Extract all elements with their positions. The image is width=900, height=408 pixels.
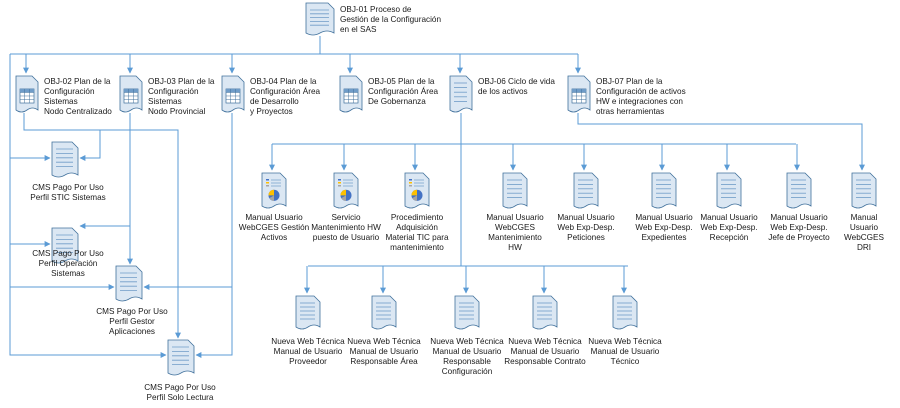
root-process-icon[interactable] bbox=[305, 2, 335, 36]
diagram-nodes bbox=[15, 2, 877, 376]
obj04-icon[interactable] bbox=[221, 75, 245, 113]
w1-label: Nueva Web Técnica Manual de Usuario Prov… bbox=[271, 337, 345, 366]
obj03-icon[interactable] bbox=[119, 75, 143, 113]
obj07-label: OBJ-07 Plan de la Configuración de activ… bbox=[596, 77, 686, 116]
d6-icon[interactable] bbox=[651, 172, 677, 209]
d8-label: Manual Usuario Web Exp-Desp. Jefe de Pro… bbox=[768, 213, 830, 242]
d1-icon[interactable] bbox=[261, 172, 287, 209]
w4-label: Nueva Web Técnica Manual de Usuario Resp… bbox=[504, 337, 586, 366]
cms-left-rail bbox=[9, 54, 167, 358]
d2-icon[interactable] bbox=[333, 172, 359, 209]
d6-label: Manual Usuario Web Exp-Desp. Expedientes bbox=[635, 213, 693, 242]
obj05-icon[interactable] bbox=[339, 75, 363, 113]
obj02-to-cms1 bbox=[79, 130, 101, 161]
w1-icon[interactable] bbox=[295, 295, 321, 330]
d5-label: Manual Usuario Web Exp-Desp. Peticiones bbox=[557, 213, 615, 242]
cms3-icon[interactable] bbox=[115, 265, 143, 302]
d7-label: Manual Usuario Web Exp-Desp. Recepción bbox=[700, 213, 758, 242]
cms1-label: CMS Pago Por Uso Perfil STIC Sistemas bbox=[30, 183, 106, 202]
obj02-icon[interactable] bbox=[15, 75, 39, 113]
d7-icon[interactable] bbox=[716, 172, 742, 209]
obj07-to-dri bbox=[577, 113, 865, 171]
d9-icon[interactable] bbox=[851, 172, 877, 209]
w3-label: Nueva Web Técnica Manual de Usuario Resp… bbox=[430, 337, 504, 376]
d4-icon[interactable] bbox=[502, 172, 528, 209]
cms4-label: CMS Pago Por Uso Perfil Solo Lectura bbox=[144, 383, 216, 402]
w5-icon[interactable] bbox=[612, 295, 638, 330]
obj03-label: OBJ-03 Plan de la Configuración Sistemas… bbox=[148, 77, 215, 116]
d9-label: Manual Usuario WebCGES DRI bbox=[844, 213, 884, 252]
obj04-to-cms4 bbox=[195, 287, 233, 358]
root-label: OBJ-01 Proceso de Gestión de la Configur… bbox=[340, 5, 442, 34]
w5-label: Nueva Web Técnica Manual de Usuario Técn… bbox=[588, 337, 662, 366]
obj02-to-cms4 bbox=[23, 113, 181, 339]
cms3-label: CMS Pago Por Uso Perfil Gestor Aplicacio… bbox=[96, 307, 168, 336]
obj04-to-cms3 bbox=[143, 113, 233, 290]
d1-label: Manual Usuario WebCGES Gestión Activos bbox=[238, 213, 310, 242]
cms4-icon[interactable] bbox=[167, 339, 195, 376]
d2-label: Servicio Mantenimiento HW puesto de Usua… bbox=[311, 213, 381, 242]
w2-icon[interactable] bbox=[371, 295, 397, 330]
obj07-icon[interactable] bbox=[567, 75, 591, 113]
obj02-label: OBJ-02 Plan de la Configuración Sistemas… bbox=[44, 77, 112, 116]
d3-label: Procedimiento Adquisición Material TIC p… bbox=[385, 213, 449, 252]
cms2-label: CMS Pago Por Uso Perfil Operación Sistem… bbox=[32, 249, 104, 278]
obj05-label: OBJ-05 Plan de la Configuración Área De … bbox=[368, 77, 439, 106]
w2-label: Nueva Web Técnica Manual de Usuario Resp… bbox=[347, 337, 421, 366]
d5-icon[interactable] bbox=[573, 172, 599, 209]
obj06-icon[interactable] bbox=[449, 75, 473, 113]
cms2-icon[interactable] bbox=[51, 227, 79, 264]
connector-lines bbox=[9, 36, 865, 358]
d8-icon[interactable] bbox=[786, 172, 812, 209]
w4-icon[interactable] bbox=[532, 295, 558, 330]
w3-icon[interactable] bbox=[454, 295, 480, 330]
obj06-label: OBJ-06 Ciclo de vida de los activos bbox=[478, 77, 555, 96]
cms1-icon[interactable] bbox=[51, 141, 79, 178]
d3-icon[interactable] bbox=[404, 172, 430, 209]
obj04-label: OBJ-04 Plan de la Configuración Área de … bbox=[250, 77, 321, 116]
d4-label: Manual Usuario WebCGES Mantenimiento HW bbox=[486, 213, 544, 252]
